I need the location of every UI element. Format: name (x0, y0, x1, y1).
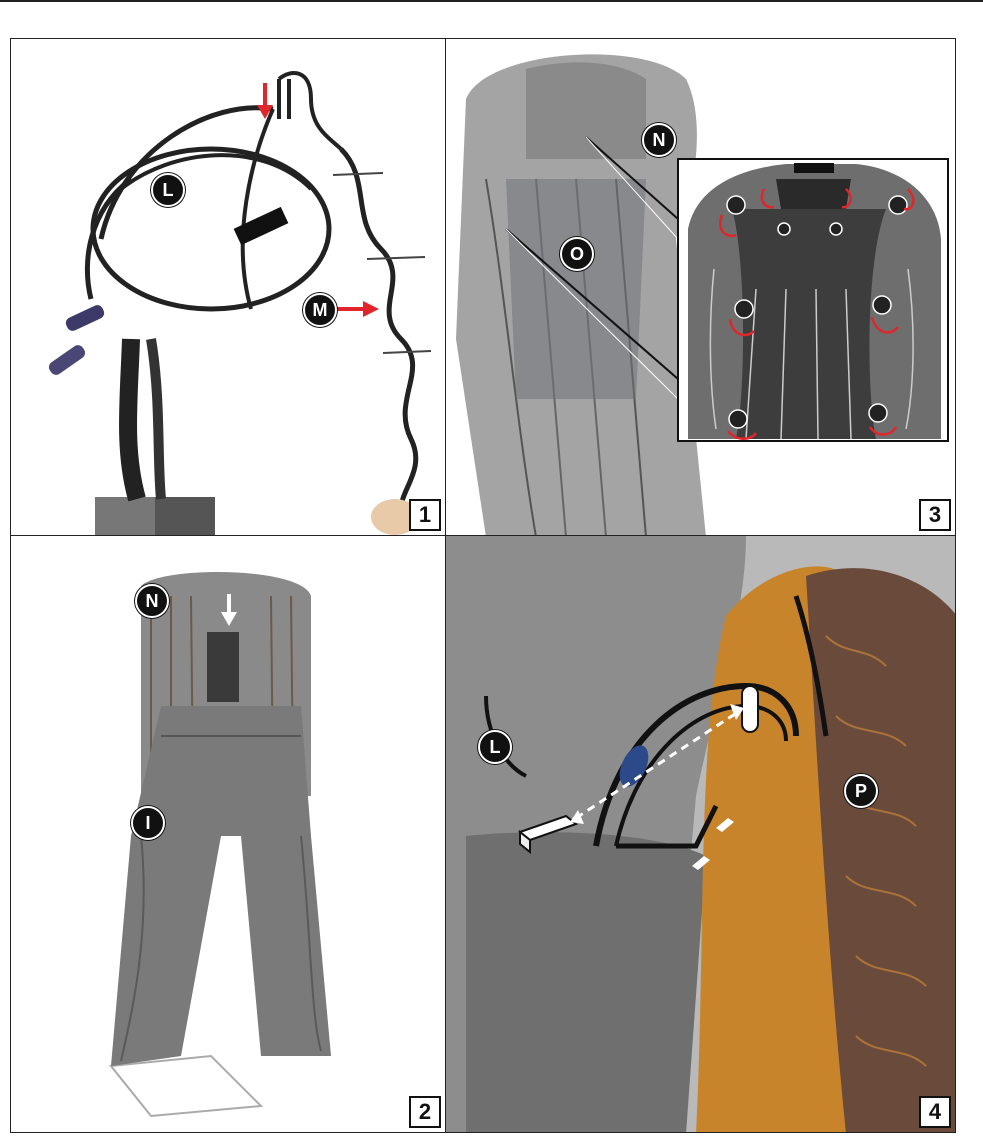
wire-frame-illustration (11, 39, 446, 536)
panel-3: N O 3 (445, 38, 956, 536)
callout-n: N (642, 123, 676, 157)
callout-l: L (151, 173, 185, 207)
step-number-badge: 3 (919, 499, 951, 531)
pants-illustration (11, 536, 446, 1133)
callout-l: L (478, 730, 512, 764)
callout-n: N (135, 584, 169, 618)
step-number-badge: 4 (919, 1096, 951, 1128)
callout-i: I (131, 806, 165, 840)
callout-m: M (303, 293, 337, 327)
arm-attachment-illustration (446, 536, 956, 1133)
callout-o: O (560, 237, 594, 271)
step-number-badge: 1 (409, 499, 441, 531)
robe-illustration (446, 39, 956, 536)
callout-p: P (844, 774, 878, 808)
step-number-badge: 2 (409, 1096, 441, 1128)
panel-1: L M 1 (10, 38, 446, 536)
panel-2: N I 2 (10, 535, 446, 1133)
panel-4: L P 4 (445, 535, 956, 1133)
